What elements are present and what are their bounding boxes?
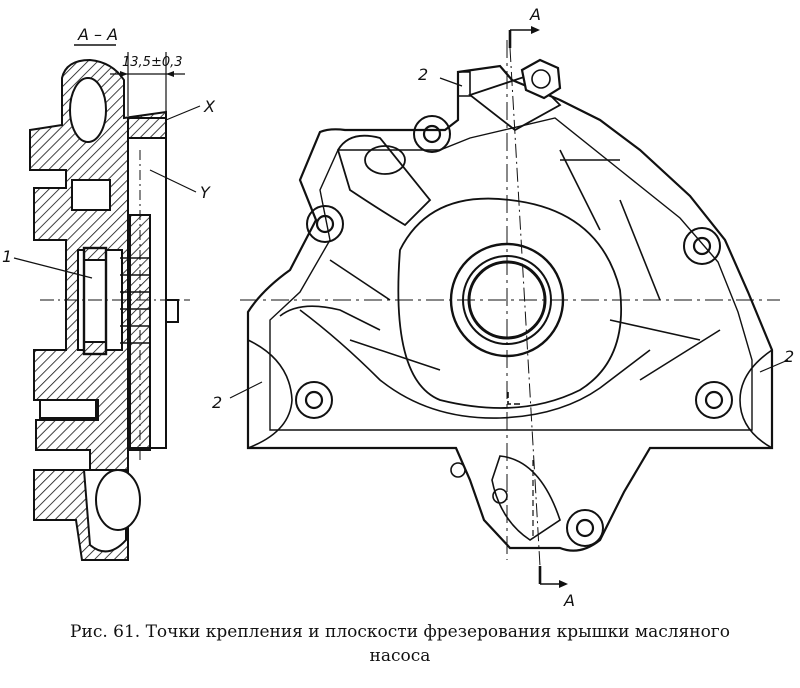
label-2-left: 2: [212, 393, 222, 412]
mounting-hole-left: [306, 205, 344, 243]
ribs: [329, 149, 721, 381]
valve-boss: [468, 73, 562, 132]
label-x: X: [203, 97, 216, 116]
rotor-chamber: [397, 197, 622, 409]
leader-y: [149, 169, 197, 193]
milled-flat-right: [739, 349, 773, 449]
leader-x: [165, 105, 201, 121]
oil-channel-left: [279, 305, 381, 331]
upper-bore: [69, 77, 107, 143]
mounting-hole-right: [683, 227, 721, 265]
section-mark-top-label: А: [529, 5, 541, 24]
section-view-a-a: А – А 13,5±0,3: [2, 25, 216, 561]
oil-pump-cover-drawing: А – А 13,5±0,3: [2, 5, 794, 610]
mounting-hole-bottom-left: [295, 381, 333, 419]
caption-line-1: Рис. 61. Точки крепления и плоскости фре…: [70, 622, 730, 642]
lower-bore-round: [95, 469, 141, 531]
leader-2-right: [759, 359, 789, 373]
bearing-1-top: [83, 247, 107, 261]
caption-line-2: насоса: [369, 646, 431, 666]
label-2-top: 2: [418, 65, 428, 84]
leader-1: [13, 257, 93, 279]
label-y: Y: [200, 183, 211, 202]
section-title: А – А: [77, 25, 118, 44]
mounting-hole-lower-lug: [566, 509, 604, 547]
dimension-label: 13,5±0,3: [122, 55, 183, 70]
hex-bolt-top: [520, 58, 562, 100]
valve-channel: [337, 134, 432, 227]
leader-2-left: [229, 381, 263, 399]
section-cut-line: [509, 47, 541, 567]
figure-caption: Рис. 61. Точки крепления и плоскости фре…: [0, 620, 800, 668]
milled-flat-left: [247, 339, 293, 449]
section-mark-top-head: [531, 26, 540, 34]
milled-flat-top: [458, 71, 471, 97]
bearing-1: [82, 246, 108, 356]
shaft-stub: [165, 299, 179, 323]
leader-2-top: [439, 77, 463, 87]
front-view: А А: [212, 5, 794, 610]
mounting-hole-small-left: [450, 462, 466, 478]
section-mark-bottom-head: [559, 580, 568, 588]
lower-lug-channel: [491, 455, 561, 541]
mounting-holes: [295, 115, 733, 547]
label-2-right: 2: [784, 347, 794, 366]
mounting-hole-top-left: [413, 115, 451, 153]
cover-plate-top: [127, 117, 167, 139]
cavity-upper: [71, 179, 111, 211]
bearing-1-bottom: [83, 341, 107, 355]
label-1: 1: [2, 247, 12, 266]
pump-cover-outline: [246, 64, 774, 552]
valve-plug: [364, 145, 406, 175]
rotor-lines: [120, 257, 150, 344]
oil-channel-lower: [299, 309, 651, 419]
section-mark-bottom-label: А: [563, 591, 575, 610]
cavity-lower: [39, 399, 97, 419]
mounting-hole-bottom-right: [695, 381, 733, 419]
section-bracket: [507, 392, 522, 405]
